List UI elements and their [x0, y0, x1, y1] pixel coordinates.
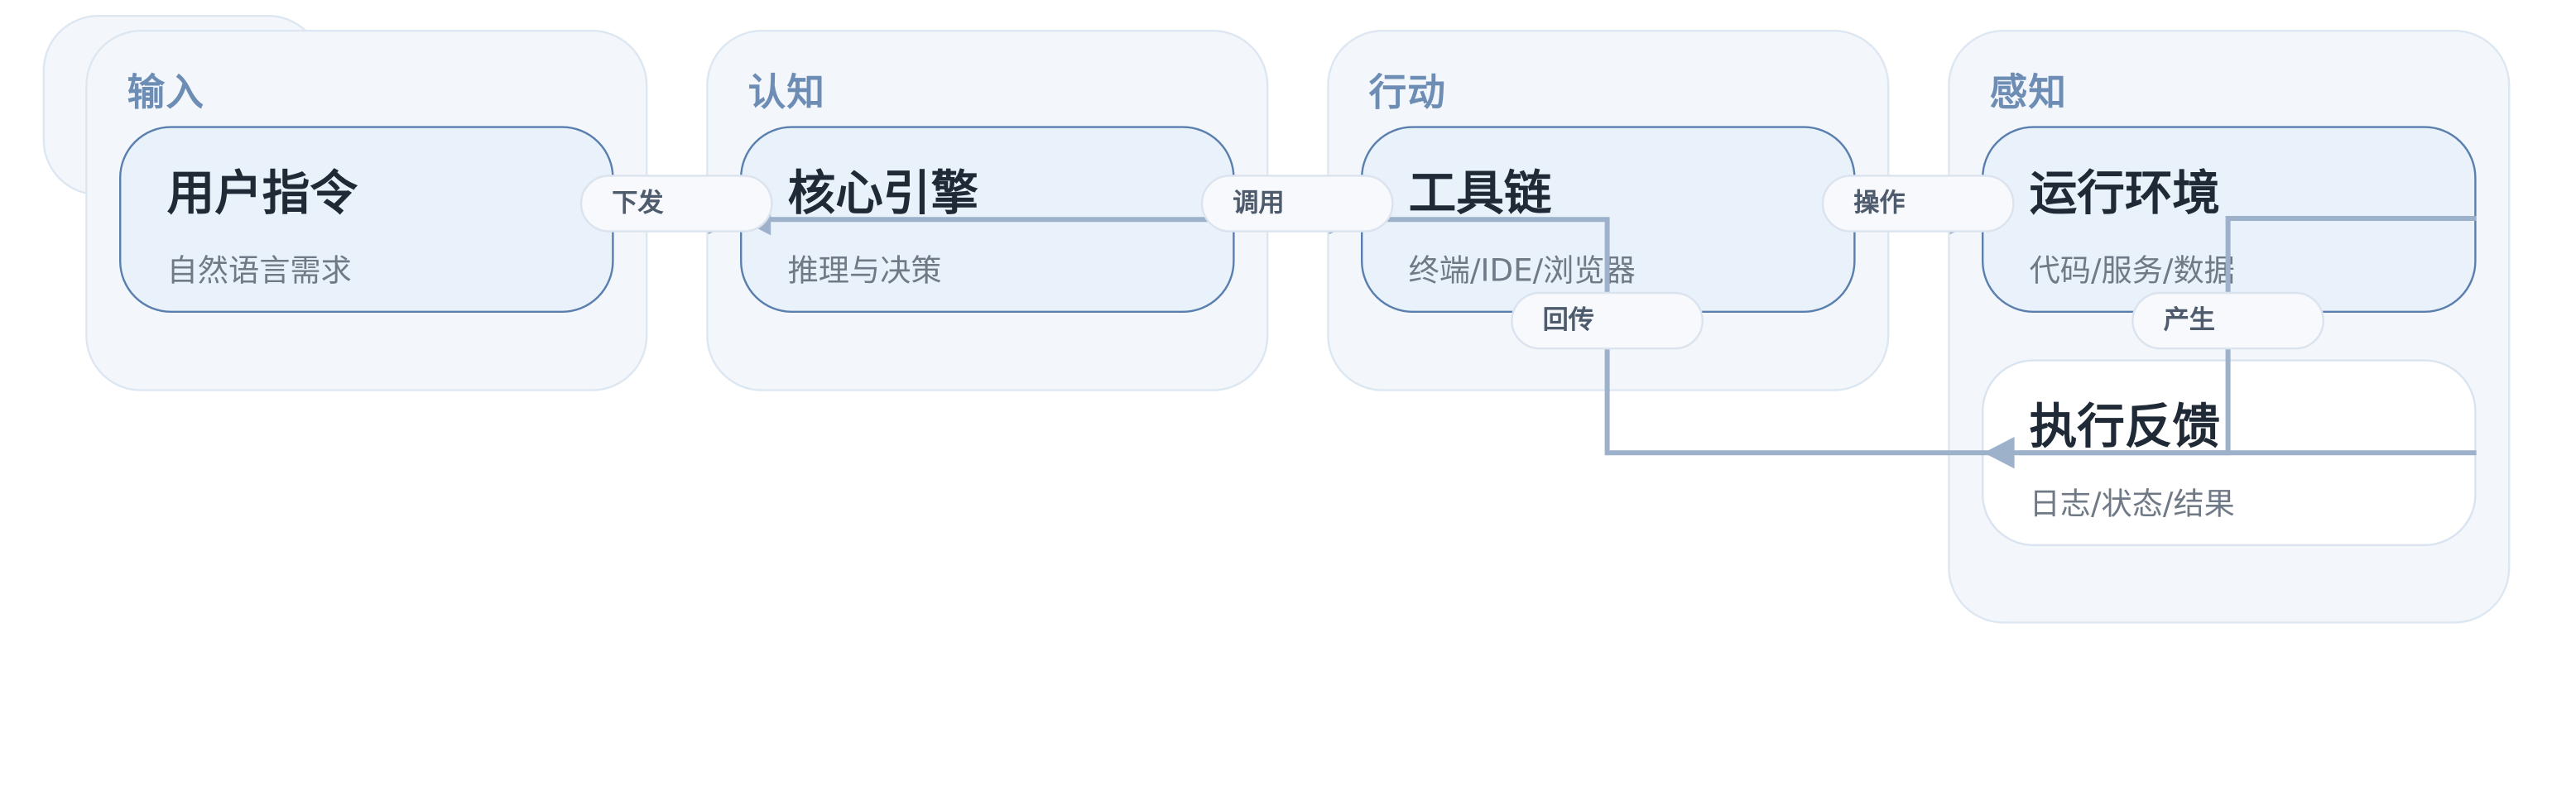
node-title: 核心引擎 — [787, 165, 979, 222]
edge-label-invoke: 调用 — [1200, 175, 1394, 232]
edge-line — [770, 216, 2477, 456]
node-title: 执行反馈 — [2029, 399, 2221, 455]
edge-label-operate: 操作 — [1821, 175, 2015, 232]
node-title: 工具链 — [1408, 165, 1552, 222]
node-subtitle: 终端/IDE/浏览器 — [1408, 253, 1636, 290]
node-subtitle: 代码/服务/数据 — [2029, 253, 2235, 290]
edge-label-produce: 产生 — [2131, 291, 2324, 350]
node-title: 用户指令 — [166, 165, 358, 222]
node-subtitle: 自然语言需求 — [166, 253, 352, 290]
lane-title: 感知 — [1989, 70, 2068, 114]
edge-label-return: 回传 — [1511, 291, 1704, 350]
node-subtitle: 推理与决策 — [787, 253, 942, 290]
edge-arrowhead — [1983, 437, 2015, 469]
lane-title: 输入 — [127, 70, 205, 114]
node-user-command[interactable]: 用户指令 自然语言需求 — [119, 126, 614, 313]
node-subtitle: 日志/状态/结果 — [2029, 486, 2235, 523]
lane-title: 认知 — [747, 70, 826, 114]
edge-label-dispatch: 下发 — [579, 175, 773, 232]
lane-title: 行动 — [1368, 70, 1447, 114]
node-title: 运行环境 — [2029, 165, 2221, 222]
